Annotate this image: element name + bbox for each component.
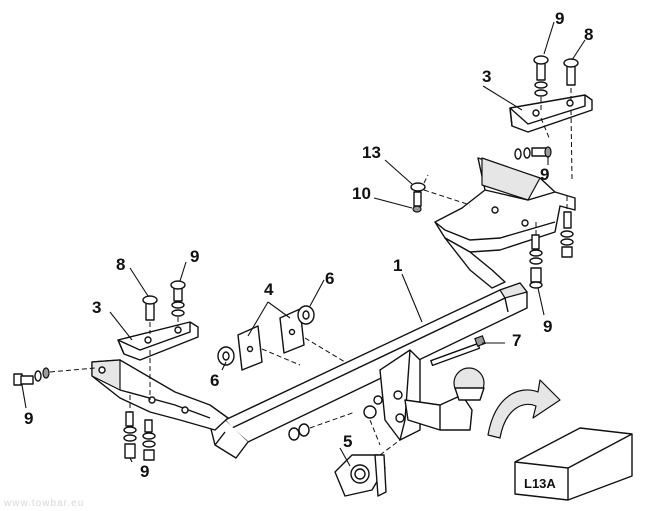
callout-6-upper: 6 [325,269,334,288]
callout-labels: 1 3 3 4 5 6 6 7 8 8 9 9 9 9 9 9 10 13 [24,9,593,481]
callout-3-left: 3 [92,298,101,317]
callout-3-right: 3 [482,67,491,86]
callout-4: 4 [264,280,274,299]
callout-6-lower: 6 [210,371,219,390]
socket-plate [334,439,401,497]
watermark-text: www.towbar.eu [3,498,84,509]
direction-arrow [487,379,561,439]
tow-ball-assembly [288,335,486,446]
callout-8-right: 8 [584,25,593,44]
right-top-fasteners [514,55,579,289]
callout-1: 1 [393,256,402,275]
callout-8-left: 8 [116,255,125,274]
callout-9-mid-right: 9 [540,165,549,184]
kit-box: L13A [514,427,633,501]
left-clamp-plate [117,321,199,361]
callout-10: 10 [352,184,371,203]
callout-13: 13 [362,143,381,162]
center-spacers [217,305,346,371]
callout-9-bottom: 9 [140,462,149,481]
callout-9-top-left: 9 [190,247,199,266]
callout-7: 7 [512,331,521,350]
right-clamp-plate [509,94,593,133]
left-side-bolt [13,367,96,386]
kit-box-label: L13A [524,476,556,491]
leader-lines [21,21,586,467]
main-cross-bar [209,282,528,459]
left-top-fasteners [142,280,186,400]
right-side-bracket [434,157,576,289]
callout-9-lower-right: 9 [543,317,552,336]
bolt-10-washer-13 [410,174,471,213]
left-side-bracket [91,359,229,431]
left-bottom-fasteners [123,395,156,461]
callout-5: 5 [343,432,352,451]
callout-9-left: 9 [24,409,33,428]
callout-9-top-right: 9 [555,9,564,28]
